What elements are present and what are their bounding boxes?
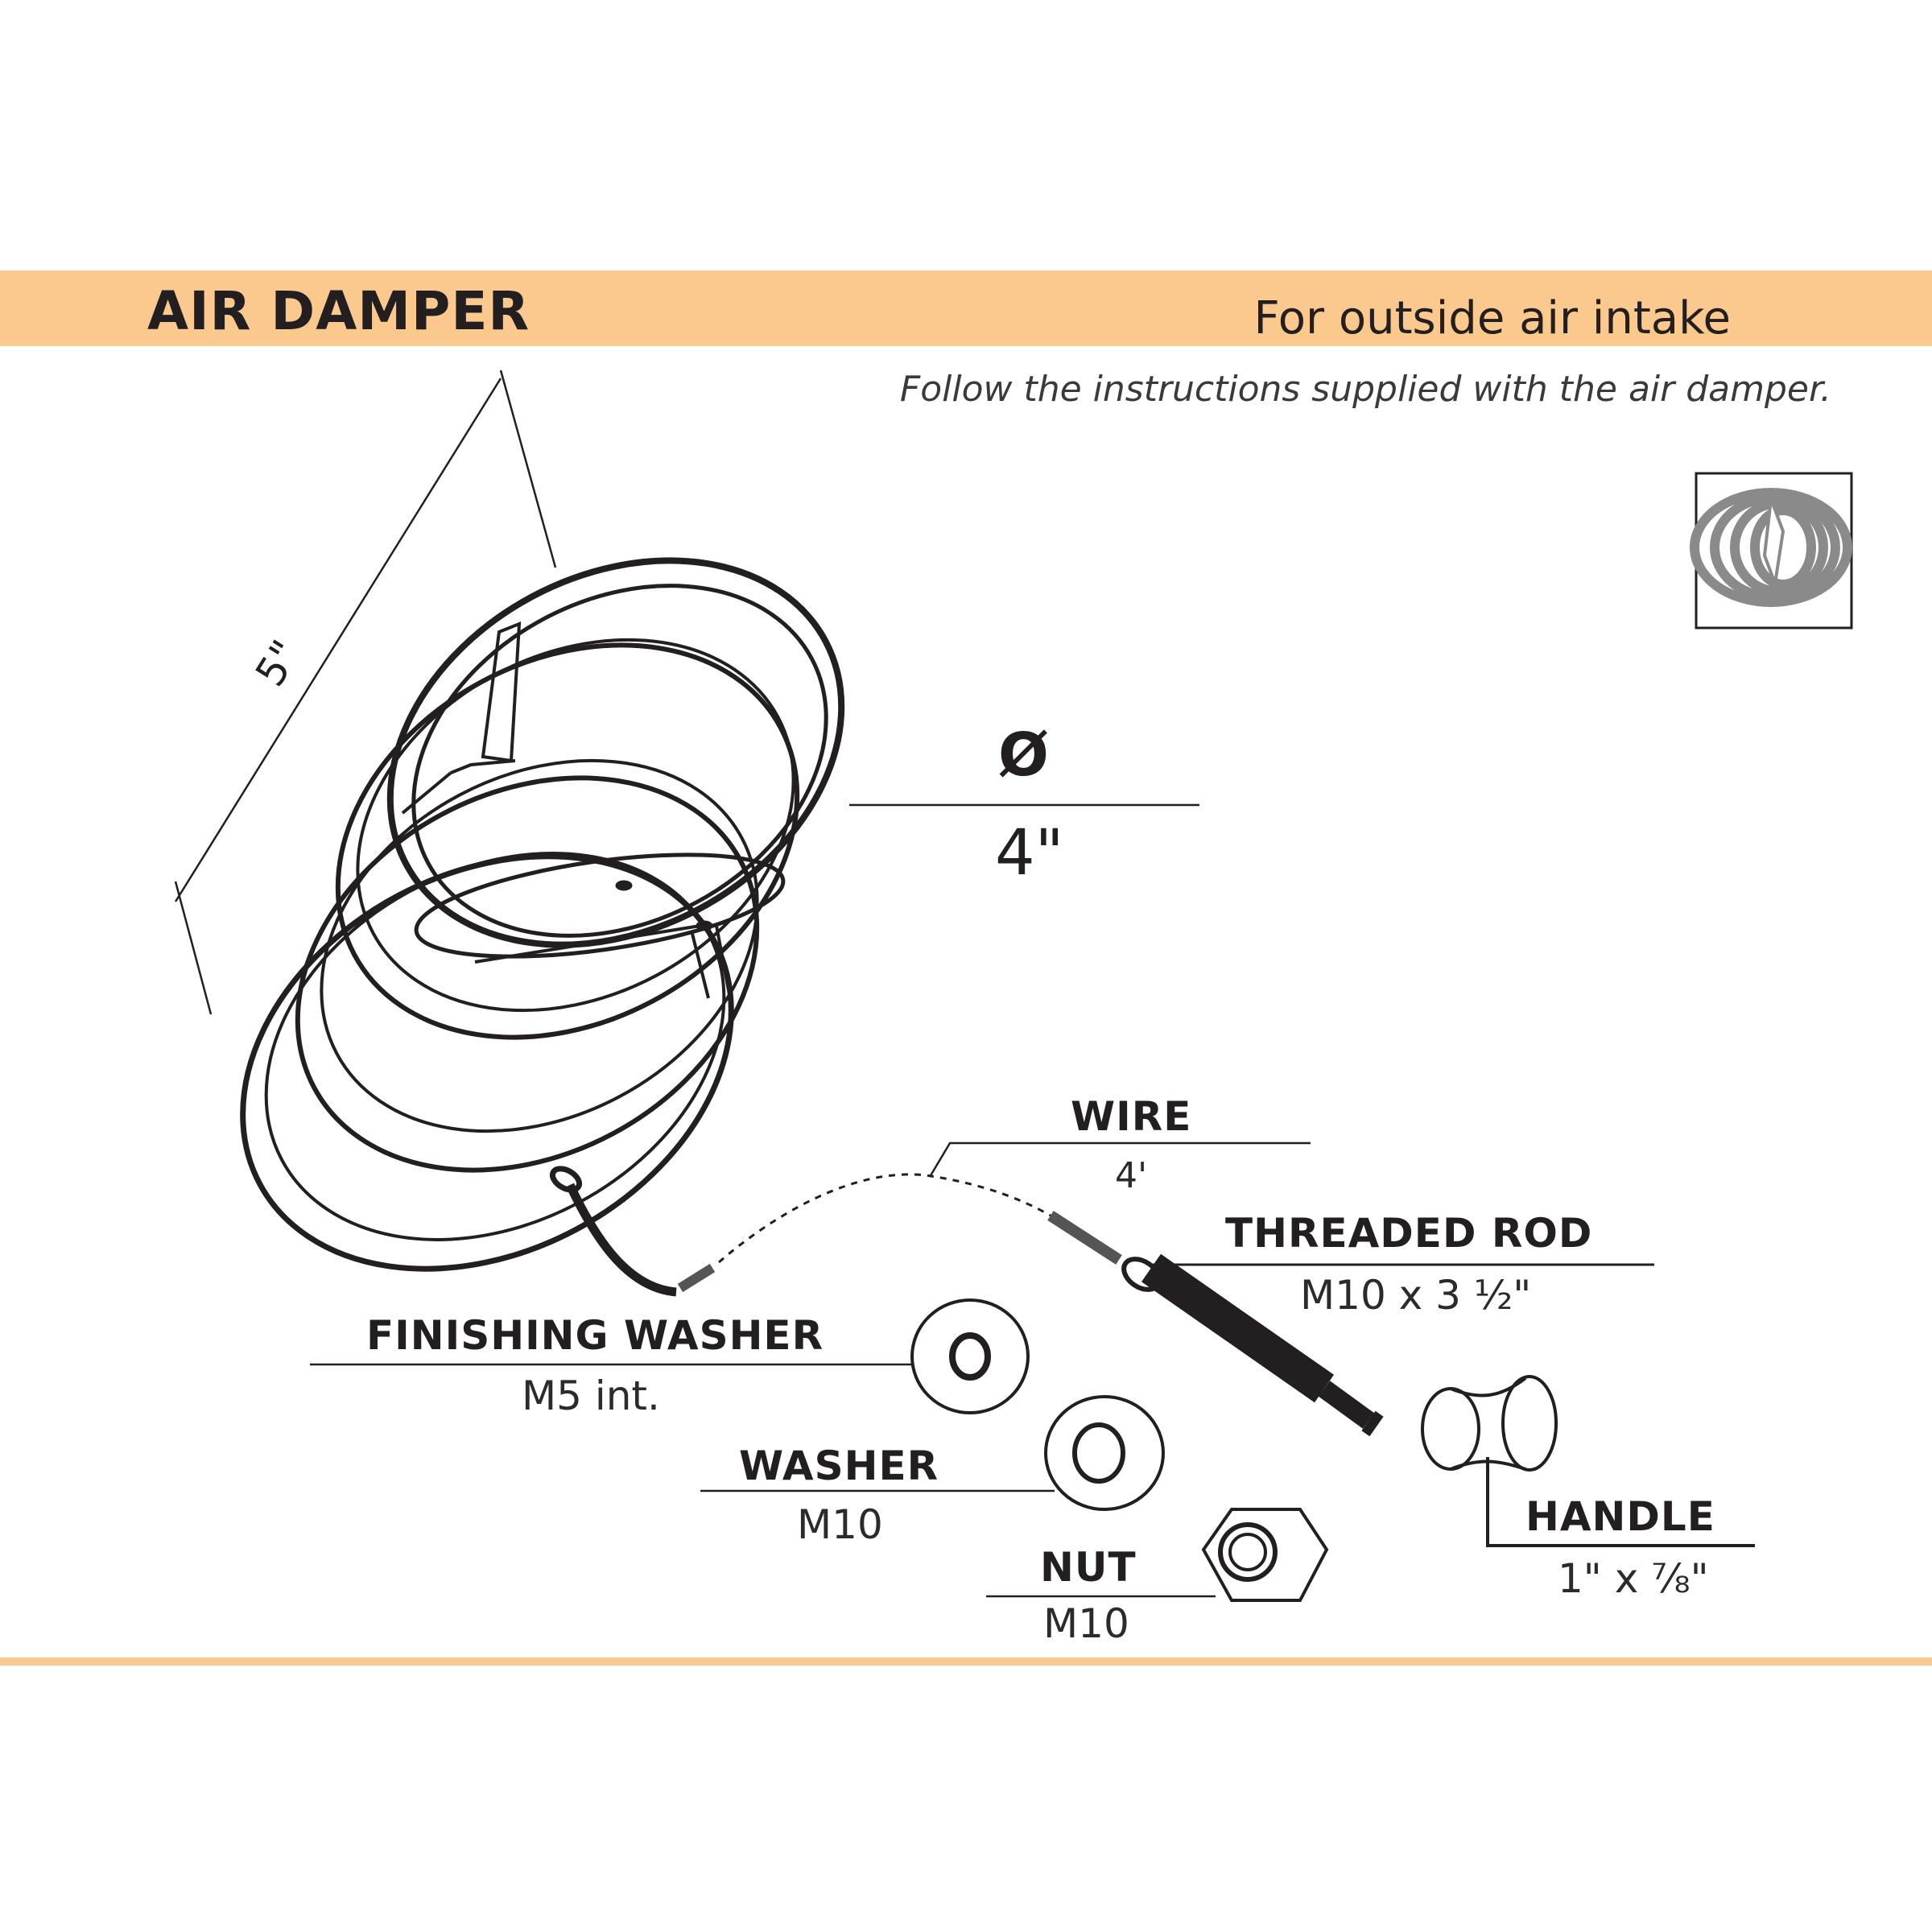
nut-label: NUT bbox=[1040, 1544, 1137, 1591]
finishing-washer-part bbox=[310, 1298, 1030, 1414]
nut-spec: M10 bbox=[1043, 1600, 1129, 1647]
diameter-label: 4" bbox=[995, 817, 1064, 890]
threaded-rod-spec: M10 x 3 ½" bbox=[1300, 1272, 1532, 1319]
damper-body bbox=[240, 557, 845, 1272]
wire-spec: 4' bbox=[1115, 1155, 1148, 1196]
wire-label: WIRE bbox=[1071, 1093, 1192, 1140]
handle-part bbox=[1421, 1375, 1755, 1547]
handle-label: HANDLE bbox=[1525, 1493, 1715, 1540]
brand-logo bbox=[1690, 472, 1853, 630]
page-title: AIR DAMPER bbox=[147, 280, 530, 342]
handle-spec: 1" x ⅞" bbox=[1558, 1555, 1709, 1602]
page-subtitle: For outside air intake bbox=[1253, 292, 1731, 345]
washer-spec: M10 bbox=[797, 1501, 883, 1548]
washer-label: WASHER bbox=[739, 1443, 939, 1489]
instruction-note: Follow the instructions supplied with th… bbox=[899, 369, 1831, 410]
washer-part bbox=[700, 1395, 1165, 1511]
wire bbox=[549, 1141, 1311, 1297]
finishing-washer-spec: M5 int. bbox=[522, 1373, 660, 1419]
threaded-rod bbox=[1047, 1211, 1654, 1437]
diameter-symbol: Ø bbox=[998, 720, 1049, 790]
nut-part bbox=[986, 1508, 1329, 1602]
threaded-rod-label: THREADED ROD bbox=[1225, 1210, 1593, 1257]
bottom-rule bbox=[0, 1657, 1932, 1666]
header-band bbox=[0, 270, 1932, 346]
finishing-washer-label: FINISHING WASHER bbox=[366, 1312, 824, 1359]
length-dimension bbox=[174, 369, 557, 1015]
